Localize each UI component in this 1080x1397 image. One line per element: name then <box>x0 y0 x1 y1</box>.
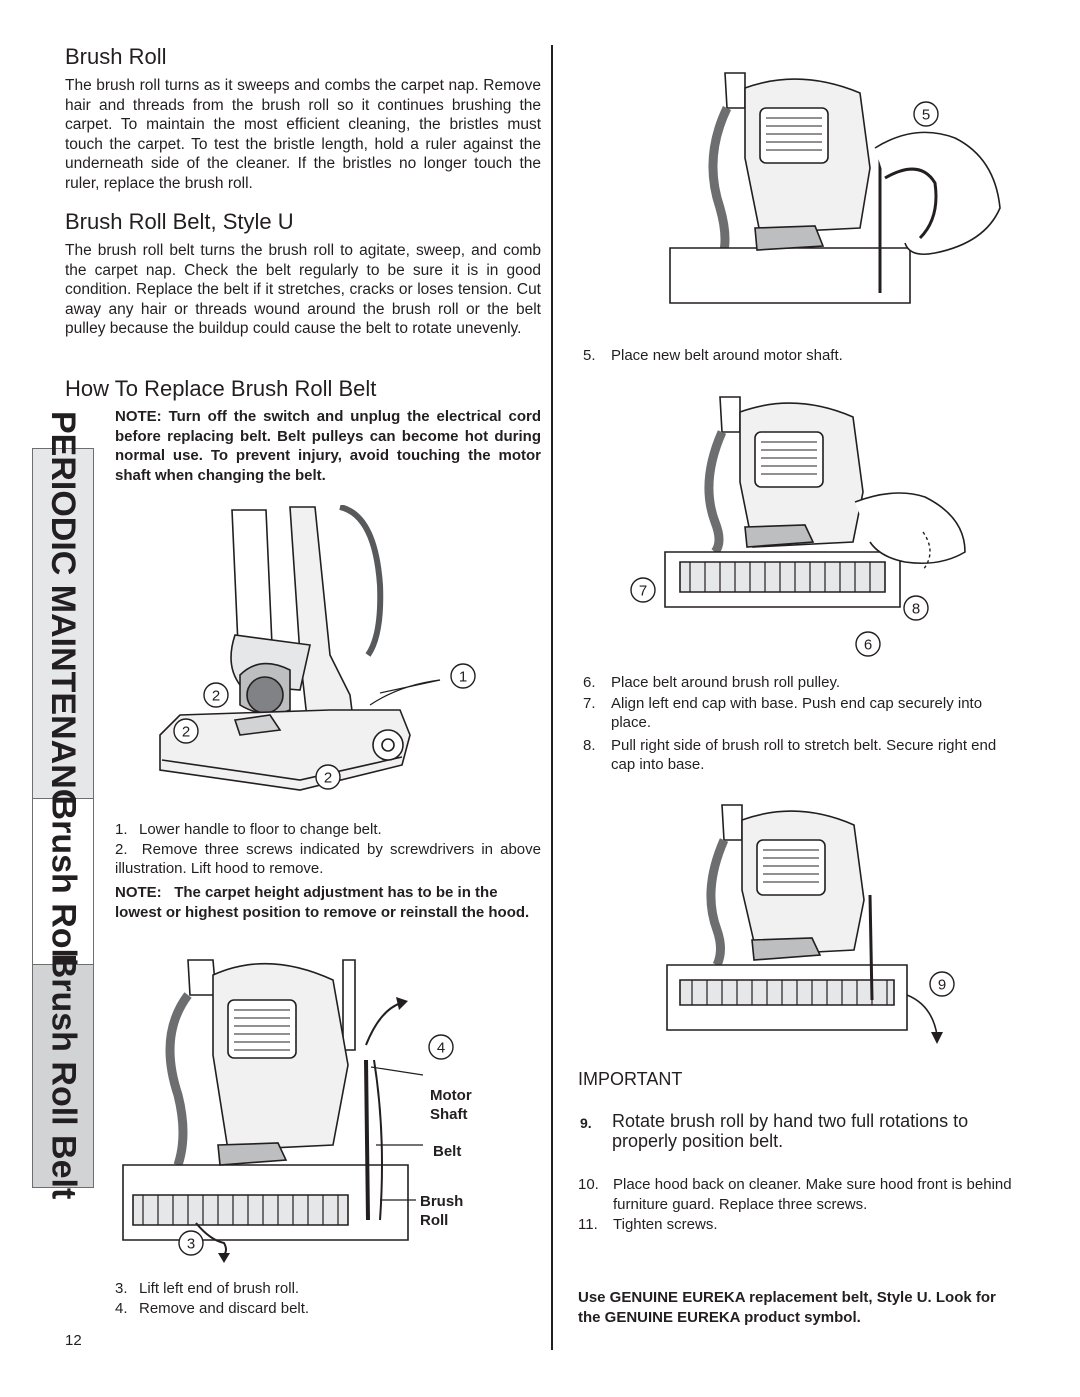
sidebar-tab-brush-roll: Brush Roll <box>32 795 94 968</box>
figure-new-belt-motor-shaft: 5 <box>665 68 1015 326</box>
callout-1: 1 <box>459 669 467 686</box>
steps-6-8: 6. Place belt around brush roll pulley. … <box>583 673 1023 775</box>
figure-rotate-brush-roll: 9 <box>662 800 962 1052</box>
steps-1-2: 1. Lower handle to floor to change belt.… <box>115 820 541 879</box>
callout-4: 4 <box>437 1040 445 1057</box>
page-number: 12 <box>65 1332 82 1349</box>
step-item: 7. Align left end cap with base. Push en… <box>583 694 983 732</box>
callout-6: 6 <box>864 637 872 654</box>
step-item: 11. Tighten screws. <box>578 1216 718 1234</box>
step-item: 4. Remove and discard belt. <box>115 1299 310 1317</box>
step-item: 10. Place hood back on cleaner. Make sur… <box>578 1176 1012 1213</box>
column-divider <box>551 45 553 1350</box>
figure-motor-shaft-belt: 4 3 <box>118 955 490 1265</box>
heading-how-to-replace: How To Replace Brush Roll Belt <box>65 376 377 401</box>
callout-3: 3 <box>187 1236 195 1253</box>
safety-note: NOTE: Turn off the switch and unplug the… <box>115 407 541 485</box>
heading-brush-roll-belt: Brush Roll Belt, Style U <box>65 209 294 234</box>
callout-2c: 2 <box>324 770 332 787</box>
step-item: 1. Lower handle to floor to change belt. <box>115 821 382 838</box>
belt-paragraph: The brush roll belt turns the brush roll… <box>65 242 541 338</box>
sidebar-tab-brush-roll-belt: Brush Roll Belt <box>32 953 94 1199</box>
label-motor-shaft: Motor Shaft <box>430 1087 472 1123</box>
callout-2a: 2 <box>212 688 220 705</box>
brush-roll-paragraph: The brush roll turns as it sweeps and co… <box>65 77 541 192</box>
step-item: 8. Pull right side of brush roll to stre… <box>583 736 997 774</box>
steps-10-11: 10. Place hood back on cleaner. Make sur… <box>578 1175 1018 1235</box>
step-5: 5. Place new belt around motor shaft. <box>583 347 843 364</box>
sidebar-tab-periodic-maintenance: PERIODIC MAINTENANCE <box>32 411 94 836</box>
sidebar-tab-label: Brush Roll <box>44 795 83 968</box>
heading-brush-roll: Brush Roll <box>65 44 167 69</box>
step-item: 6. Place belt around brush roll pulley. <box>583 674 841 691</box>
height-adjust-note: NOTE: The carpet height adjustment has t… <box>115 884 530 921</box>
callout-7: 7 <box>639 583 647 600</box>
step-item: 3. Lift left end of brush roll. <box>115 1280 300 1297</box>
figure-vacuum-screws: 1 2 2 2 <box>140 505 480 810</box>
step-item: 2. Remove three screws indicated by scre… <box>115 840 541 878</box>
sidebar-tab-label: PERIODIC MAINTENANCE <box>44 410 83 837</box>
sidebar-tab-label: Brush Roll Belt <box>44 953 83 1199</box>
callout-9: 9 <box>938 977 946 994</box>
important-step-9: 9. Rotate brush roll by hand two full ro… <box>580 1111 969 1151</box>
figure-belt-brush-roll-pulley: 7 8 6 <box>625 392 975 664</box>
genuine-eureka-note: Use GENUINE EUREKA replacement belt, Sty… <box>578 1289 996 1326</box>
callout-2b: 2 <box>182 724 190 741</box>
callout-5: 5 <box>922 107 930 124</box>
note-prefix: NOTE: <box>115 408 162 425</box>
label-brush-roll: Brush Roll <box>420 1193 464 1229</box>
label-belt: Belt <box>433 1143 462 1160</box>
callout-8: 8 <box>912 601 920 618</box>
note-text: Turn off the switch and unplug the elect… <box>115 408 541 484</box>
steps-3-4: 3. Lift left end of brush roll. 4. Remov… <box>115 1279 541 1318</box>
important-heading: IMPORTANT <box>578 1069 683 1089</box>
